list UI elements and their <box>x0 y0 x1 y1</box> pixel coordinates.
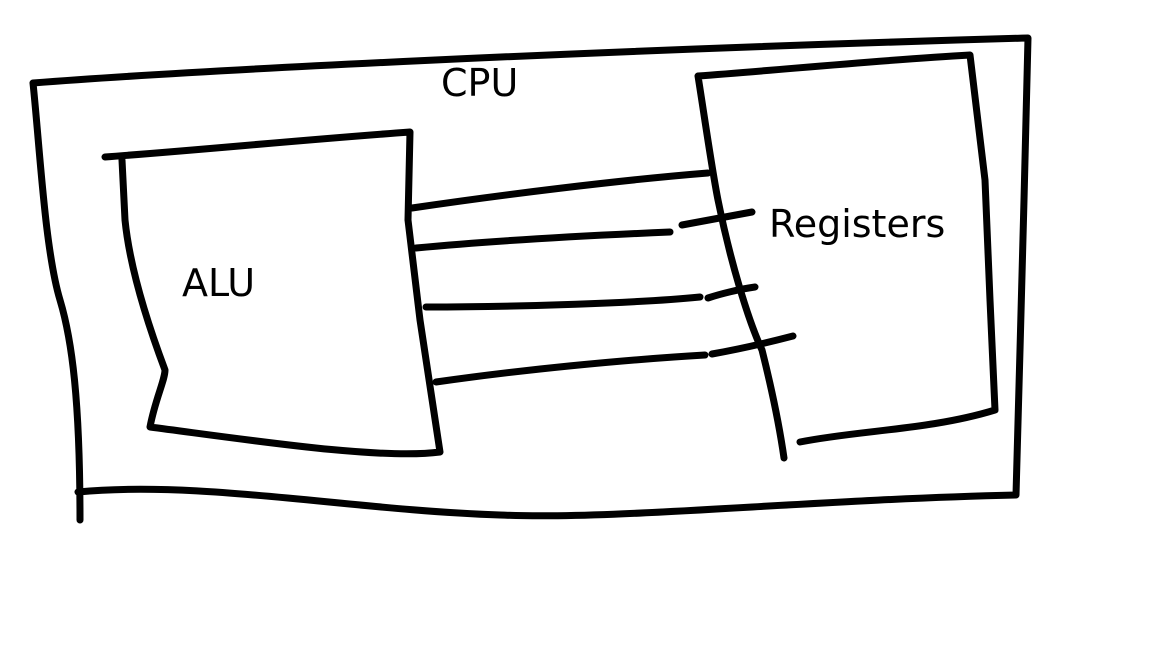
connector-line-1 <box>408 169 712 212</box>
connector-line-4 <box>432 332 797 386</box>
connector-line-2 <box>412 208 756 252</box>
connector-line-3 <box>422 283 759 311</box>
alu-label: ALU <box>182 261 256 305</box>
registers-box-outline <box>694 51 999 462</box>
cpu-label: CPU <box>441 61 519 105</box>
cpu-box-outline <box>29 34 1032 524</box>
alu-box-outline <box>101 128 444 458</box>
registers-label: Registers <box>769 202 946 246</box>
